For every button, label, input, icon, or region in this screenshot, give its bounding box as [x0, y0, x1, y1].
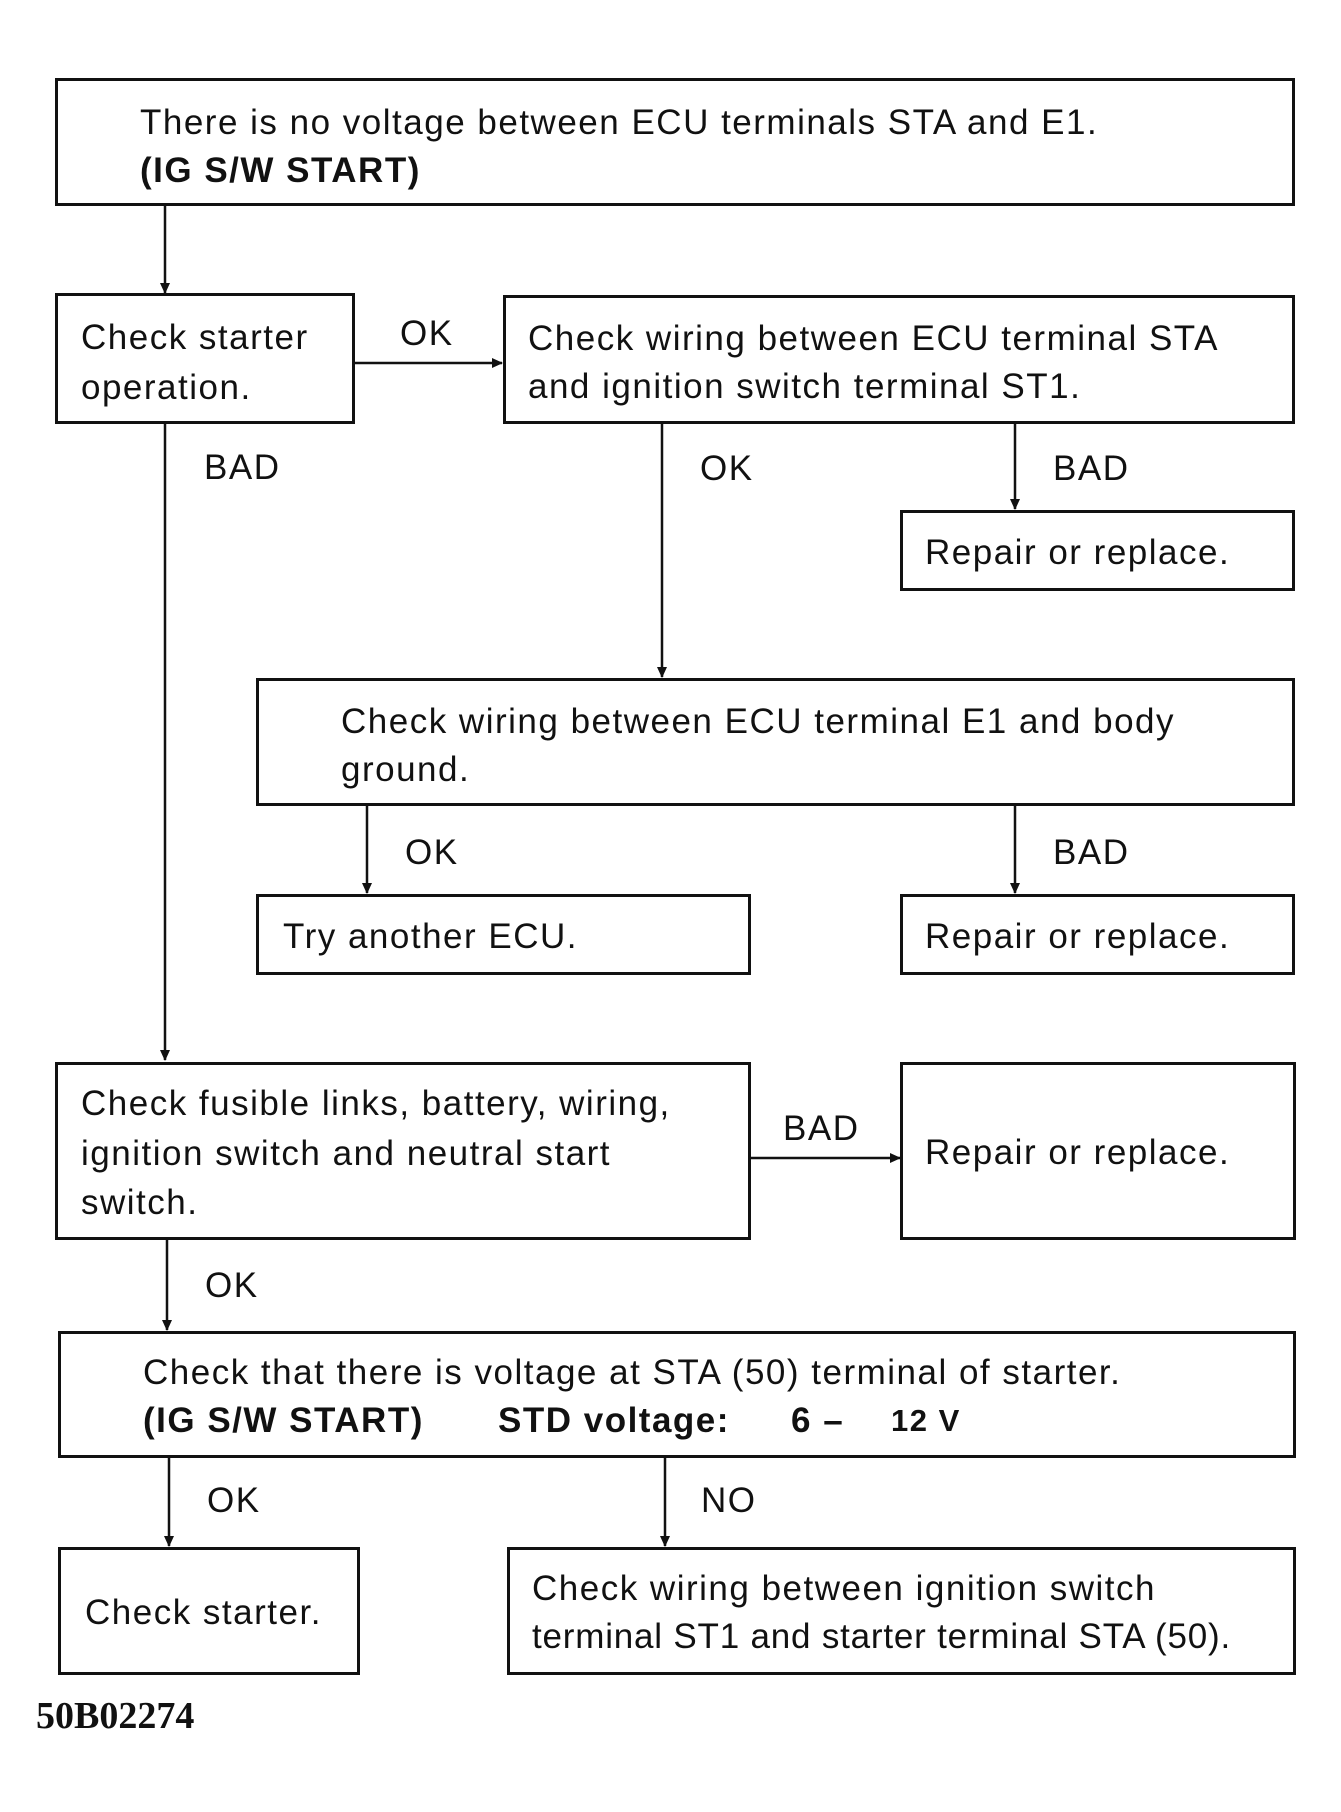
box-check-sta-voltage-std-label: STD voltage: [498, 1401, 730, 1440]
box-check-wiring-st1-line1: Check wiring between ignition switch [532, 1569, 1156, 1608]
box-check-wiring-e1-line2: ground. [341, 750, 471, 789]
label-bad-fusible-to-repair: BAD [783, 1109, 860, 1148]
label-ok-voltage-to-starter: OK [207, 1481, 261, 1520]
label-bad-starter-to-fusible: BAD [204, 448, 281, 487]
label-ok-wiring-to-e1: OK [700, 449, 754, 488]
box-check-starter-operation-line1: Check starter [81, 318, 309, 357]
box-try-another-ecu: Try another ECU. [256, 894, 751, 975]
box-no-voltage-line1: There is no voltage between ECU terminal… [140, 103, 1099, 142]
box-check-wiring-st1-line2: terminal ST1 and starter terminal STA (5… [532, 1617, 1231, 1656]
box-check-fusible-links: Check fusible links, battery, wiring, ig… [55, 1062, 751, 1240]
box-check-sta-voltage-min: 6 – [791, 1401, 845, 1440]
box-repair-or-replace-1-line1: Repair or replace. [925, 533, 1231, 572]
box-check-starter: Check starter. [58, 1547, 360, 1675]
box-check-wiring-e1-line1: Check wiring between ECU terminal E1 and… [341, 702, 1175, 741]
box-repair-or-replace-3: Repair or replace. [900, 1062, 1296, 1240]
box-no-voltage-line2: (IG S/W START) [140, 151, 421, 190]
label-bad-e1-to-repair: BAD [1053, 833, 1130, 872]
box-check-wiring-sta-line1: Check wiring between ECU terminal STA [528, 319, 1219, 358]
box-check-fusible-links-line2: ignition switch and neutral start [81, 1134, 612, 1173]
box-repair-or-replace-3-line1: Repair or replace. [925, 1133, 1231, 1172]
box-check-sta-voltage-ig: (IG S/W START) [143, 1401, 424, 1440]
box-check-sta-voltage-line1: Check that there is voltage at STA (50) … [143, 1353, 1122, 1392]
box-check-fusible-links-line1: Check fusible links, battery, wiring, [81, 1084, 671, 1123]
box-check-sta-voltage-max: 12 V [891, 1403, 961, 1438]
box-try-another-ecu-line1: Try another ECU. [283, 917, 579, 956]
box-check-wiring-sta-line2: and ignition switch terminal ST1. [528, 367, 1082, 406]
box-repair-or-replace-2-line1: Repair or replace. [925, 917, 1231, 956]
box-check-fusible-links-line3: switch. [81, 1183, 199, 1222]
label-ok-starter-to-wiring: OK [400, 314, 454, 353]
box-check-starter-operation: Check starter operation. [55, 293, 355, 424]
box-repair-or-replace-2: Repair or replace. [900, 894, 1295, 975]
box-repair-or-replace-1: Repair or replace. [900, 510, 1295, 591]
box-check-starter-line1: Check starter. [85, 1593, 322, 1632]
box-check-starter-operation-line2: operation. [81, 368, 252, 407]
label-ok-e1-to-ecu: OK [405, 833, 459, 872]
box-no-voltage: There is no voltage between ECU terminal… [55, 78, 1295, 206]
label-ok-fusible-to-voltage: OK [205, 1266, 259, 1305]
box-check-wiring-e1: Check wiring between ECU terminal E1 and… [256, 678, 1295, 806]
box-check-wiring-sta: Check wiring between ECU terminal STA an… [503, 295, 1295, 424]
label-no-voltage-to-wiring: NO [701, 1481, 757, 1520]
figure-id: 50B02274 [36, 1695, 195, 1737]
label-bad-wiring-to-repair: BAD [1053, 449, 1130, 488]
box-check-sta-voltage: Check that there is voltage at STA (50) … [58, 1331, 1296, 1458]
box-check-wiring-st1: Check wiring between ignition switch ter… [507, 1547, 1296, 1675]
